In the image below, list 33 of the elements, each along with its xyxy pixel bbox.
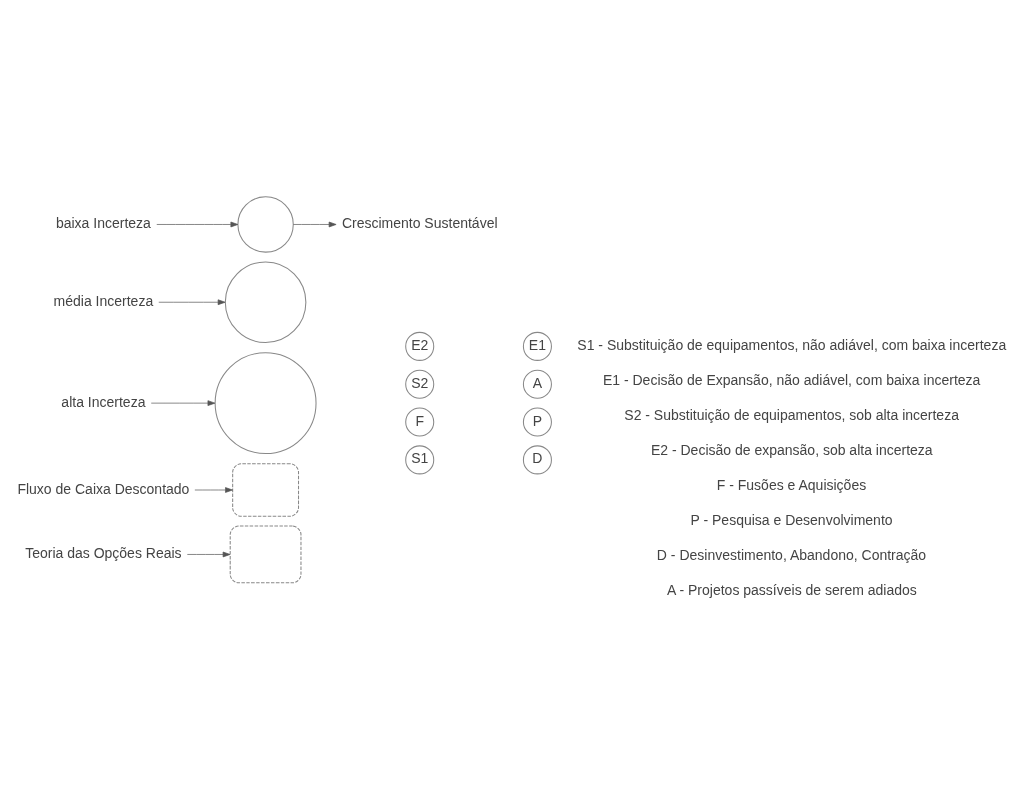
node-circle <box>237 196 294 253</box>
label: S2 - Substituição de equipamentos, sob alta incerteza <box>624 406 959 423</box>
node-circle: D <box>522 445 552 475</box>
node-text: média Incerteza <box>53 292 154 309</box>
node-circle <box>214 352 317 455</box>
arrow <box>186 551 231 558</box>
node-text: baixa Incerteza <box>55 214 151 231</box>
arrow <box>156 221 239 228</box>
node-box <box>232 463 300 517</box>
node-circle: P <box>522 407 552 437</box>
node-circle: S1 <box>405 445 435 475</box>
node-text: Crescimento Sustentável <box>341 214 498 231</box>
node-text: Teoria das Opções Reais <box>25 544 182 561</box>
node-circle <box>224 261 307 344</box>
label: P - Pesquisa e Desenvolvimento <box>690 512 893 529</box>
node-text: Fluxo de Caixa Descontado <box>17 480 190 497</box>
arrow <box>150 400 216 406</box>
node-circle: E1 <box>522 331 552 361</box>
arrow <box>158 299 226 306</box>
node-box <box>229 525 302 584</box>
label: F - Fusões e Aquisições <box>716 477 867 493</box>
label: A - Projetos passíveis de serem adiados <box>667 582 917 599</box>
node-circle: A <box>522 369 552 399</box>
node-circle: F <box>405 407 435 437</box>
node-text: alta Incerteza <box>61 393 146 410</box>
label: D - Desinvestimento, Abandono, Contração <box>656 547 927 564</box>
label: E2 - Decisão de expansão, sob alta incerteza <box>650 441 933 458</box>
label: E1 - Decisão de Expansão, não adiável, com baixa incerteza <box>602 371 981 388</box>
node-circle: S2 <box>405 369 435 399</box>
node-circle: E2 <box>405 331 435 361</box>
arrow <box>293 221 337 228</box>
arrow <box>194 487 233 493</box>
label: S1 - Substituição de equipamentos, não adiável, com baixa incerteza <box>577 336 1007 353</box>
